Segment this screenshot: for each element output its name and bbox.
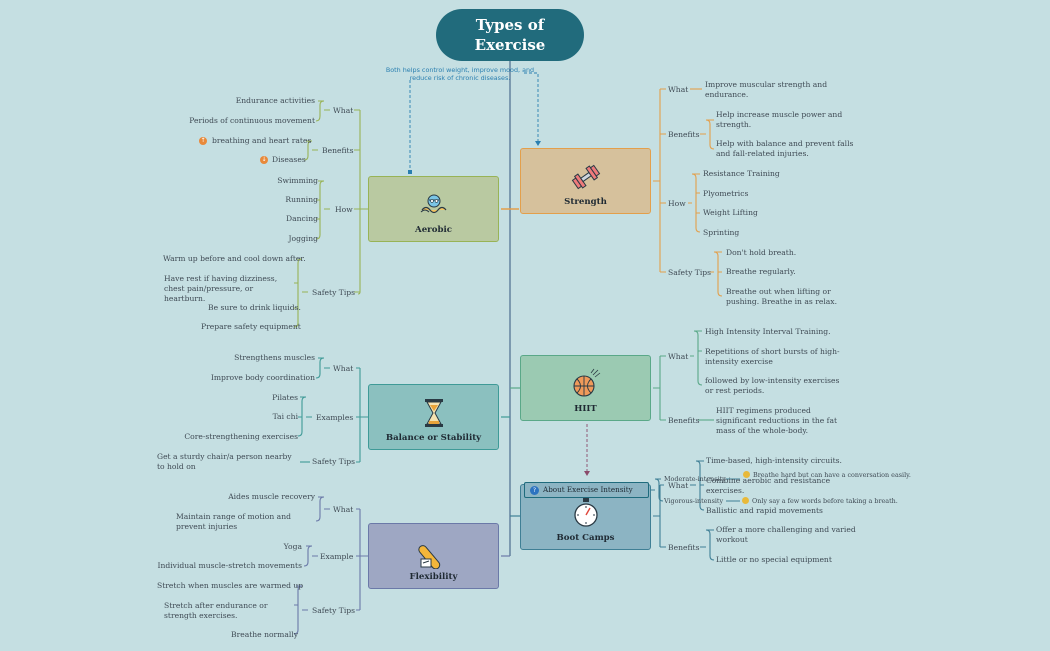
flex-what-item[interactable]: Aides muscle recovery (228, 492, 315, 501)
balance-example-item[interactable]: Tai chi (272, 412, 298, 421)
hiit-what-item[interactable]: followed by low-intensity exercises or r… (705, 376, 840, 395)
root-topic[interactable]: Types of Exercise (436, 9, 584, 61)
strength-what-item[interactable]: Improve muscular strength and endurance. (705, 80, 828, 99)
topic-balance[interactable]: Balance or Stability (368, 384, 499, 450)
aerobic-how-item[interactable]: Swimming (277, 176, 318, 185)
flex-example-label[interactable]: Example (320, 552, 354, 561)
face-icon (742, 497, 749, 504)
balance-tips-label[interactable]: Safety Tips (312, 457, 356, 466)
about-intensity-topic[interactable]: ? About Exercise Intensity (524, 482, 649, 498)
up-arrow-icon: ↑ (199, 137, 207, 145)
floating-note[interactable]: Both helps control weight, improve mood,… (385, 66, 535, 82)
aerobic-how-item[interactable]: Dancing (286, 214, 318, 223)
hiit-benefits-label[interactable]: Benefits (668, 416, 700, 425)
vigorous-text: Only say a few words before taking a bre… (752, 497, 898, 505)
topic-balance-title: Balance or Stability (385, 433, 482, 443)
root-title-line2: Exercise (474, 36, 546, 54)
aerobic-tip-item[interactable]: Have rest if having dizziness, chest pai… (164, 274, 278, 303)
moderate-label[interactable]: Moderate-intensity (664, 475, 726, 483)
boot-benefit-item[interactable]: Little or no special equipment (716, 555, 832, 564)
strength-tips-label[interactable]: Safety Tips (668, 268, 712, 277)
basketball-icon (572, 368, 600, 397)
about-intensity-label: About Exercise Intensity (543, 485, 633, 494)
topic-aerobic[interactable]: Aerobic (368, 176, 499, 242)
strength-how-label[interactable]: How (668, 199, 686, 208)
dumbbell-icon (571, 164, 600, 190)
question-icon: ? (530, 486, 539, 495)
boot-what-item[interactable]: Ballistic and rapid movements (706, 506, 823, 515)
flex-example-item[interactable]: Yoga (283, 542, 302, 551)
flex-what-item[interactable]: Maintain range of motion and prevent inj… (176, 512, 291, 531)
topic-bootcamps-title: Boot Camps (556, 533, 615, 543)
strength-benefits-label[interactable]: Benefits (668, 130, 700, 139)
stopwatch-icon (573, 498, 598, 527)
hiit-what-label[interactable]: What (668, 352, 689, 361)
topic-strength[interactable]: Strength (520, 148, 651, 214)
balance-what-item[interactable]: Improve body coordination (210, 373, 315, 382)
aerobic-benefit-item[interactable]: Diseases (272, 155, 306, 164)
hiit-what-item[interactable]: Repetitions of short bursts of high-inte… (705, 347, 840, 366)
boot-benefit-item[interactable]: Offer a more challenging and varied work… (716, 525, 856, 544)
aerobic-tips-label[interactable]: Safety Tips (312, 288, 356, 297)
flex-what-label[interactable]: What (333, 505, 354, 514)
topic-flexibility-title: Flexibility (409, 572, 458, 582)
aerobic-how-item[interactable]: Jogging (288, 234, 318, 243)
flex-tip-item[interactable]: Stretch after endurance or strength exer… (164, 601, 268, 620)
moderate-text: Breathe hard but can have a conversation… (753, 471, 911, 479)
strength-how-item[interactable]: Resistance Training (703, 169, 780, 178)
hiit-what-item[interactable]: High Intensity Interval Training. (705, 327, 831, 336)
aerobic-tip-item[interactable]: Warm up before and cool down after. (163, 254, 306, 263)
strength-how-item[interactable]: Plyometrics (703, 189, 749, 198)
vigorous-label[interactable]: Vigorous-intensity (664, 497, 724, 505)
flex-tip-item[interactable]: Stretch when muscles are warmed up (157, 581, 304, 590)
strength-how-item[interactable]: Sprinting (703, 228, 740, 237)
moderate-item[interactable]: Breathe hard but can have a conversation… (743, 471, 911, 479)
topic-aerobic-title: Aerobic (415, 225, 452, 235)
balance-examples-label[interactable]: Examples (316, 413, 354, 422)
strength-tip-item[interactable]: Don't hold breath. (726, 248, 797, 257)
hourglass-icon (424, 399, 443, 427)
hiit-benefit-item[interactable]: HIIT regimens produced significant reduc… (716, 406, 838, 435)
flex-tips-label[interactable]: Safety Tips (312, 606, 356, 615)
topic-flexibility[interactable]: Flexibility (368, 523, 499, 589)
yoga-mat-icon (417, 545, 440, 569)
aerobic-how-item[interactable]: Running (285, 195, 318, 204)
aerobic-how-label[interactable]: How (335, 205, 353, 214)
topic-hiit-title: HIIT (574, 404, 597, 414)
strength-tip-item[interactable]: Breathe out when lifting or pushing. Bre… (726, 287, 837, 306)
topic-hiit[interactable]: HIIT (520, 355, 651, 421)
boot-what-item[interactable]: Combine aerobic and resistance exercises… (706, 476, 831, 495)
aerobic-what-item[interactable]: Periods of continuous movement (189, 116, 315, 125)
balance-tip-item[interactable]: Get a sturdy chair/a person nearby to ho… (157, 452, 292, 471)
flex-tip-item[interactable]: Breathe normally (231, 630, 299, 639)
balance-example-item[interactable]: Core-strengthening exercises (184, 432, 298, 441)
flex-example-item[interactable]: Individual muscle-stretch movements (157, 561, 302, 570)
strength-tip-item[interactable]: Breathe regularly. (726, 267, 796, 276)
balance-what-label[interactable]: What (333, 364, 354, 373)
aerobic-tip-item[interactable]: Be sure to drink liquids. (208, 303, 301, 312)
swimmer-icon (420, 194, 446, 214)
strength-how-item[interactable]: Weight Lifting (703, 208, 758, 217)
root-title-line1: Types of (475, 16, 545, 34)
boot-benefits-label[interactable]: Benefits (668, 543, 700, 552)
boot-what-label[interactable]: What (668, 481, 689, 490)
aerobic-tip-item[interactable]: Prepare safety equipment (201, 322, 301, 331)
balance-example-item[interactable]: Pilates (272, 393, 298, 402)
down-arrow-icon: ↓ (260, 156, 268, 164)
face-icon (743, 471, 750, 478)
strength-benefit-item[interactable]: Help with balance and prevent falls and … (716, 139, 854, 158)
strength-benefit-item[interactable]: Help increase muscle power and strength. (716, 110, 843, 129)
strength-what-label[interactable]: What (668, 85, 689, 94)
vigorous-item[interactable]: Only say a few words before taking a bre… (742, 497, 898, 505)
topic-strength-title: Strength (564, 197, 607, 207)
aerobic-what-label[interactable]: What (333, 106, 354, 115)
balance-what-item[interactable]: Strengthens muscles (234, 353, 315, 362)
boot-what-item[interactable]: Time-based, high-intensity circuits. (706, 456, 842, 465)
aerobic-what-item[interactable]: Endurance activities (235, 96, 315, 105)
aerobic-benefits-label[interactable]: Benefits (322, 146, 354, 155)
aerobic-benefit-item[interactable]: breathing and heart rates (212, 136, 312, 145)
